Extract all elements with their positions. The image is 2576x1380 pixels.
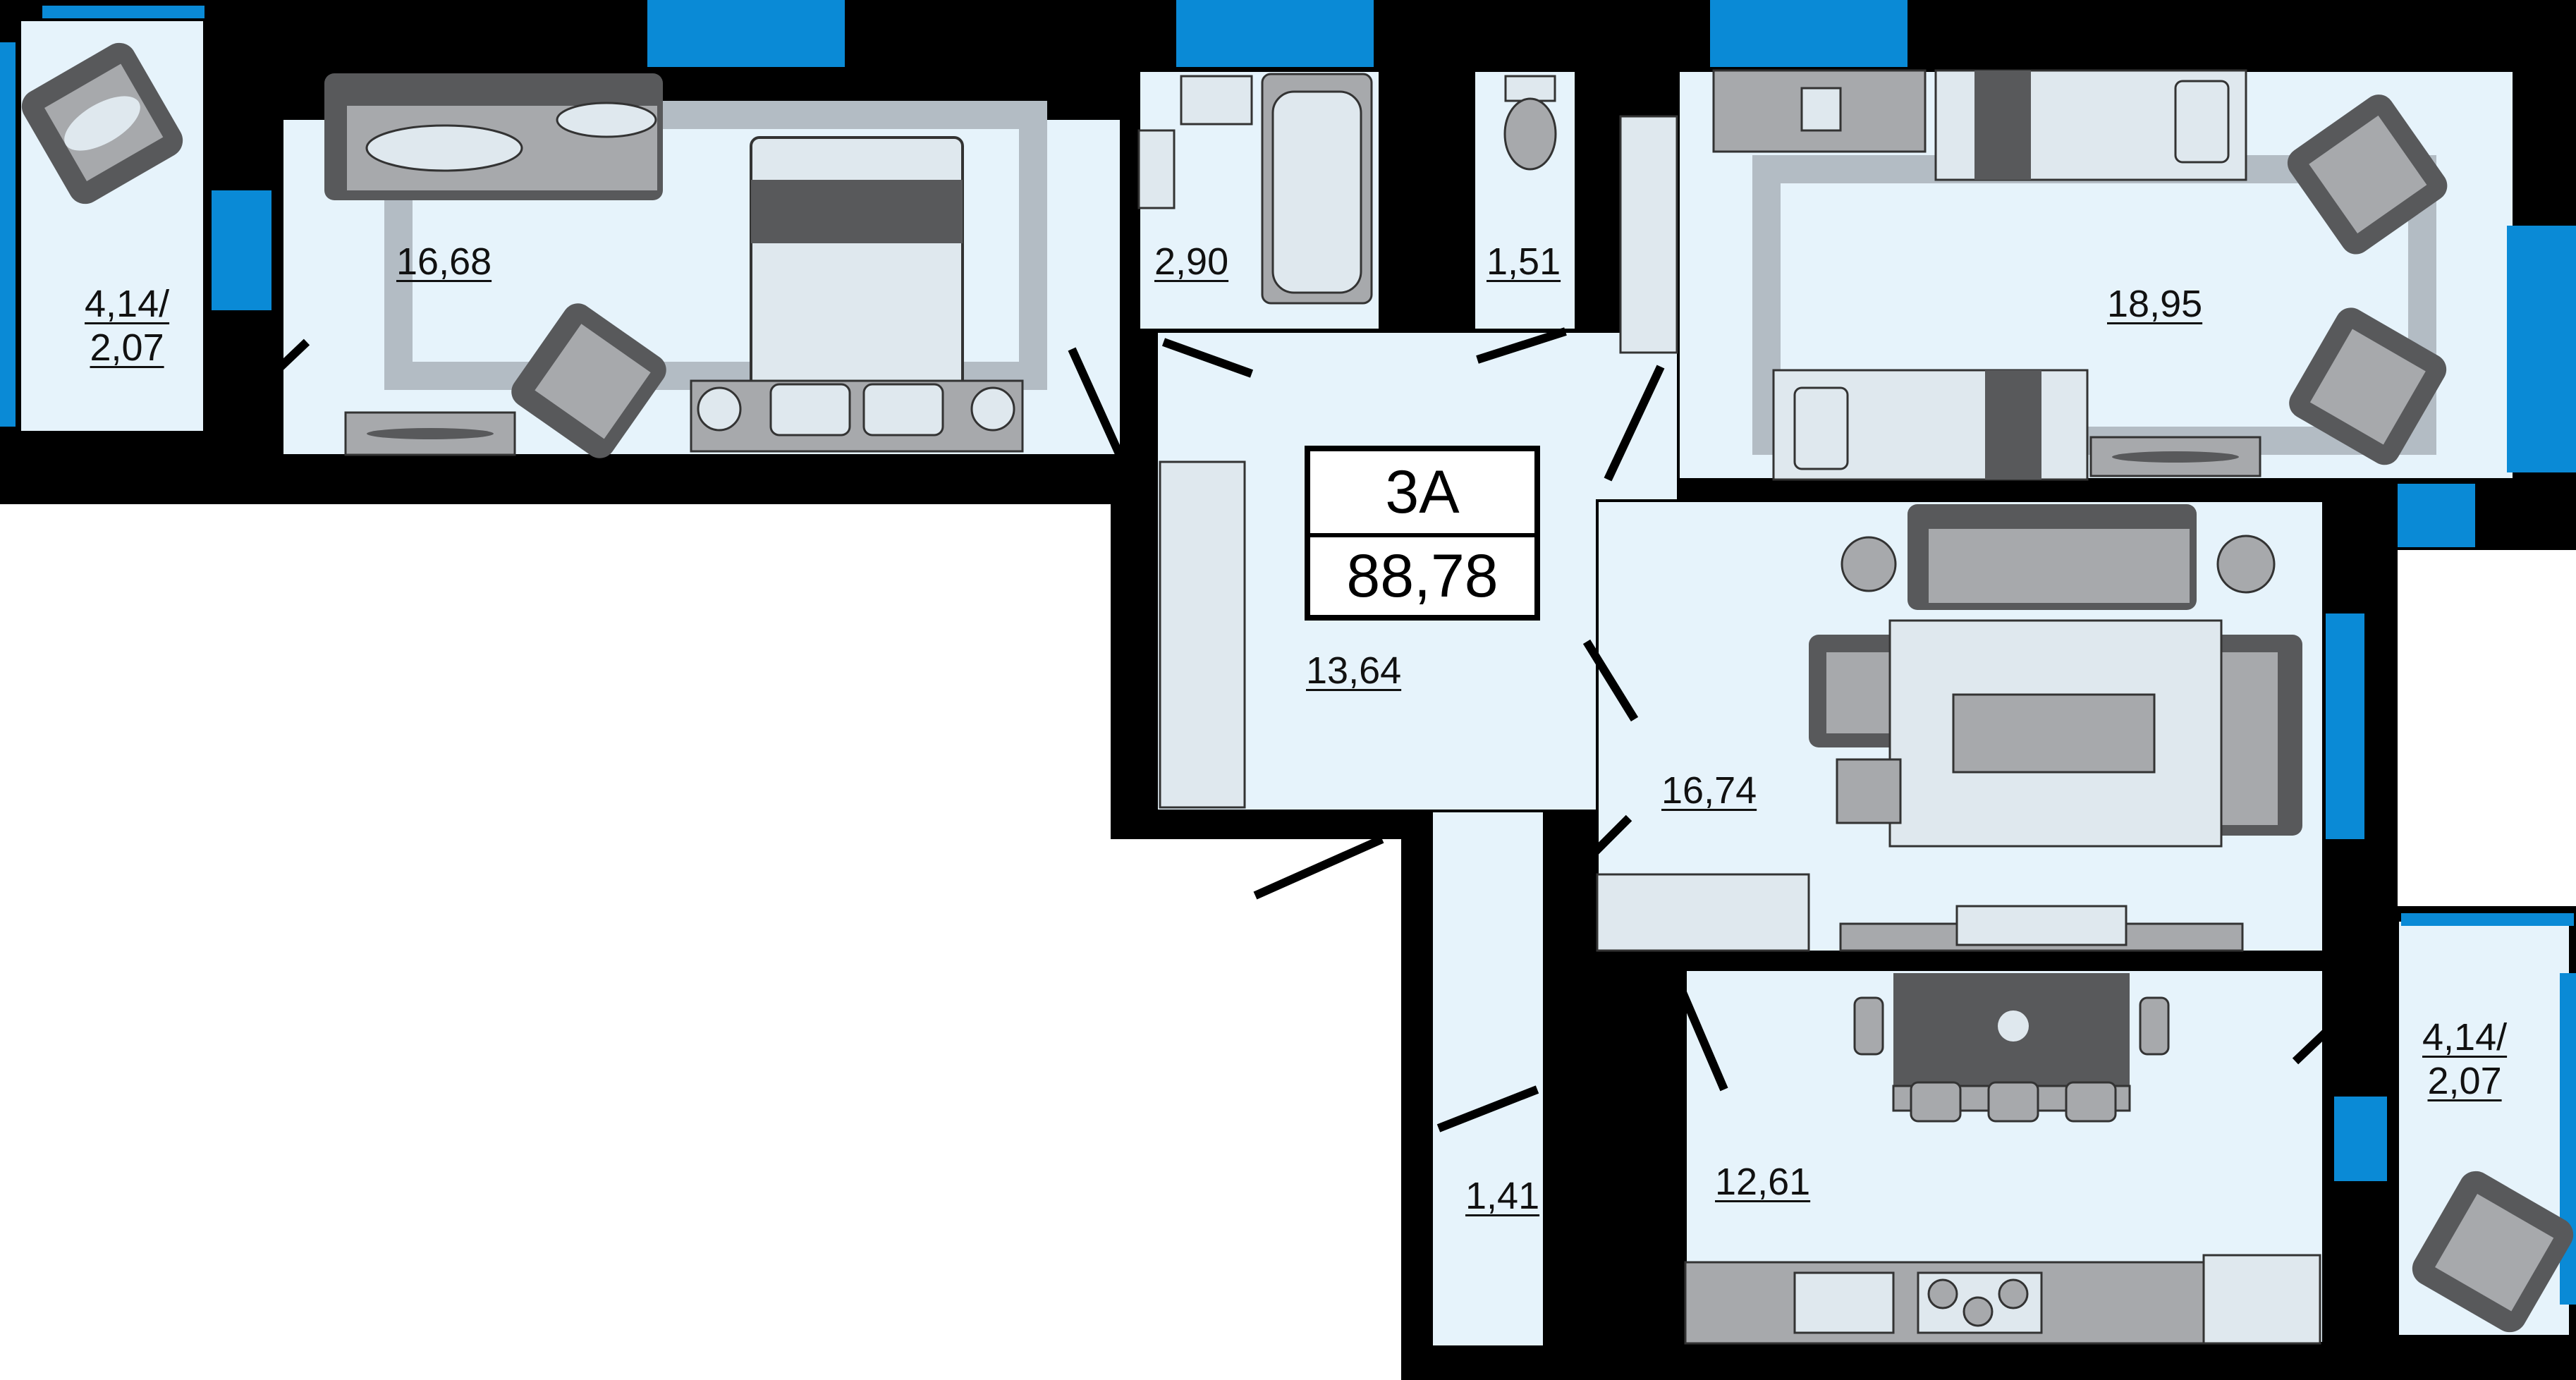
bed-icon <box>690 136 1024 453</box>
wardrobe-icon <box>1159 115 1678 809</box>
windows <box>0 0 2576 1305</box>
room-area-bathroom: 2,90 <box>1154 240 1229 283</box>
apartment-info-box: 3А 88,78 <box>1305 446 1540 621</box>
room-area-large-room: 18,95 <box>2107 283 2203 325</box>
shelf <box>1596 873 1810 952</box>
tv-stand-icon <box>344 411 516 456</box>
room-area-toilet: 1,51 <box>1487 240 1561 283</box>
room-area-bedroom: 16,68 <box>396 240 492 283</box>
tv-stand-icon <box>2089 436 2261 477</box>
room-area-balcony-left: 4,14/ 2,07 <box>85 283 170 370</box>
room-area-living-room: 16,74 <box>1661 769 1757 812</box>
sofa-icon <box>1809 504 2302 836</box>
sink-icon <box>1137 75 1253 209</box>
wardrobe-icon <box>1772 69 2247 481</box>
armchair-icon <box>2287 94 2448 465</box>
room-area-kitchen: 12,61 <box>1715 1161 1811 1203</box>
storage <box>1430 810 1546 1348</box>
apartment-total-area: 88,78 <box>1346 542 1498 610</box>
armchair-icon <box>2412 1171 2574 1333</box>
storage-shelves <box>1388 108 1662 1345</box>
coffee-table <box>1888 619 2223 848</box>
doors <box>233 327 2369 1132</box>
room-area-storage: 1,41 <box>1465 1175 1540 1217</box>
armchair-icon <box>511 303 666 458</box>
armchair-icon <box>21 42 183 204</box>
stove-icon <box>1917 1271 2043 1334</box>
sofa-icon <box>324 73 663 200</box>
toilet-icon <box>1503 75 1557 171</box>
room-area-hall: 13,64 <box>1306 649 1402 692</box>
kitchen-sink-icon <box>1793 1271 1895 1334</box>
tv-stand-icon <box>1839 905 2244 952</box>
room-area-balcony-right: 4,14/ 2,07 <box>2422 1016 2508 1103</box>
plant-icon <box>1836 535 2276 824</box>
desk-icon <box>1712 69 1927 153</box>
apartment-type: 3А <box>1310 451 1534 537</box>
exterior <box>0 504 2576 1380</box>
bathtub-icon <box>1261 73 1373 305</box>
dining-table-icon <box>1853 973 2170 1123</box>
